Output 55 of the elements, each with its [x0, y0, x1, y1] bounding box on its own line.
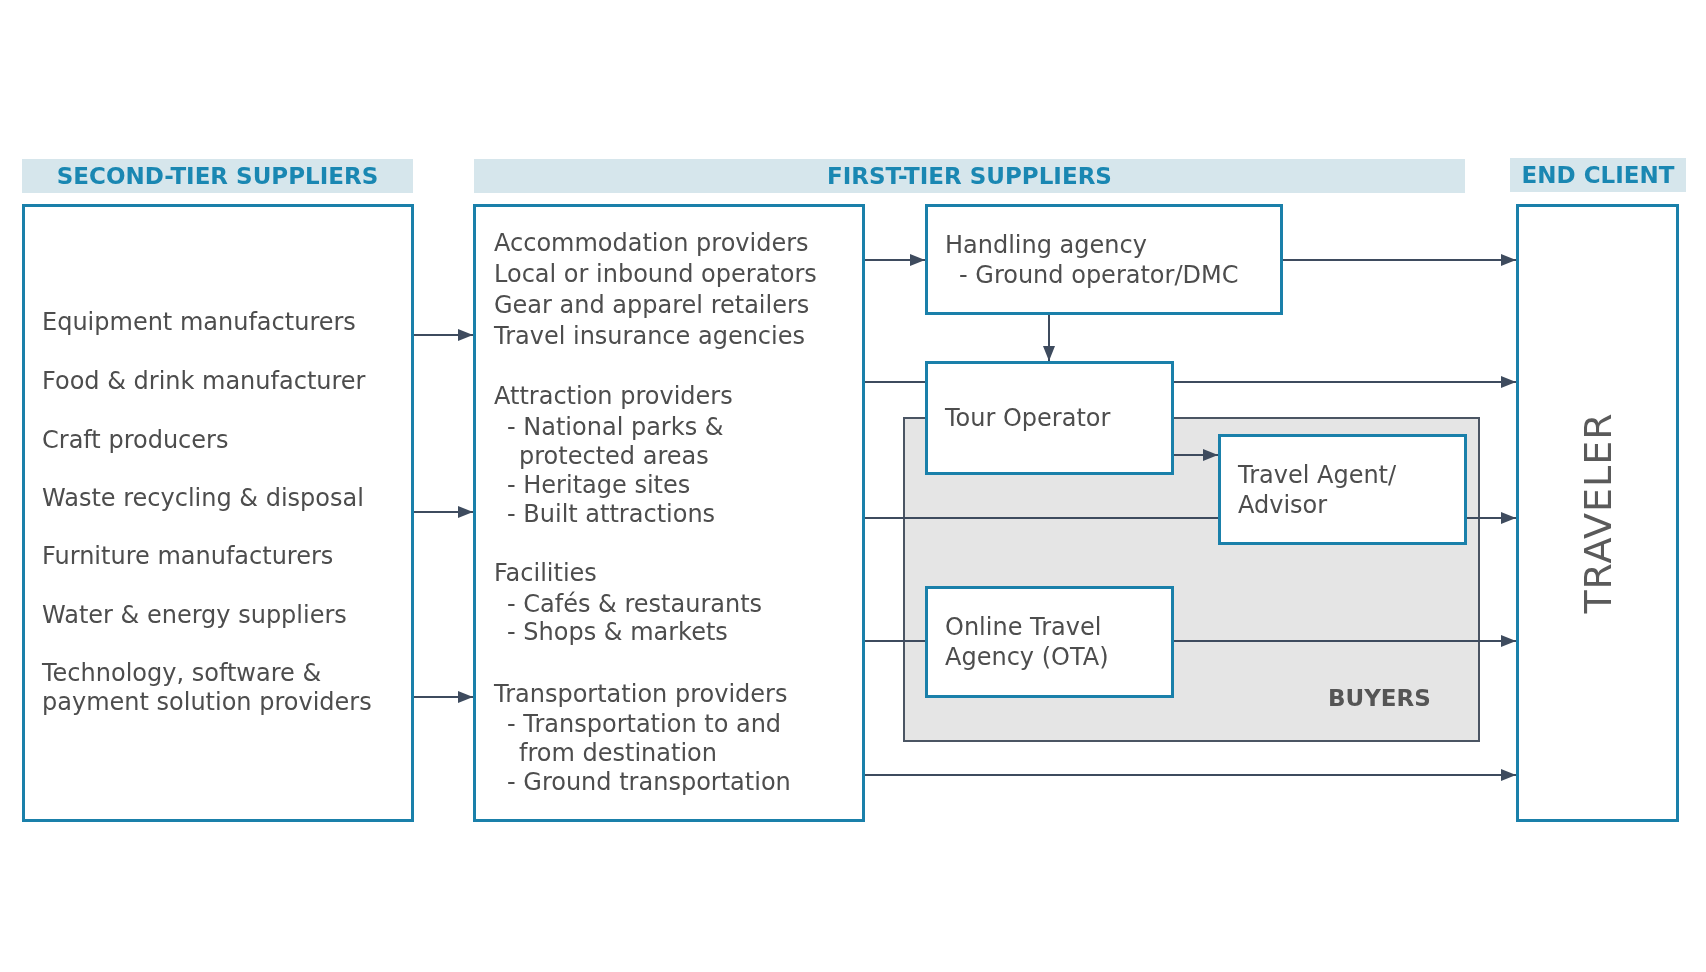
list-item: Attraction providers: [494, 382, 733, 411]
vertical-label: TRAVELER: [1575, 412, 1620, 614]
list-item: Local or inbound operators: [494, 260, 817, 289]
arrow: [1466, 512, 1517, 524]
list-subitem: - Built attractions: [507, 500, 716, 529]
list-item: Craft producers: [42, 426, 229, 455]
list-subitem: - Ground transportation: [507, 768, 791, 797]
process-box: [925, 361, 1174, 475]
connector-line: [864, 640, 926, 642]
supplier-list-box: [473, 204, 865, 822]
arrow: [1282, 254, 1517, 266]
arrow: [1173, 635, 1517, 647]
group-label: BUYERS: [1328, 684, 1431, 713]
list-item: Food & drink manufacturer: [42, 367, 366, 396]
list-item: Water & energy suppliers: [42, 601, 347, 630]
box-title: Tour Operator: [945, 404, 1111, 433]
box-title: Handling agency: [945, 231, 1147, 260]
arrow: [413, 329, 474, 341]
list-item: Furniture manufacturers: [42, 542, 334, 571]
list-item: Transportation providers: [494, 680, 788, 709]
arrow: [413, 691, 474, 703]
list-item: Gear and apparel retailers: [494, 291, 810, 320]
supplier-list-box: [22, 204, 414, 822]
list-item: Technology, software & payment solution providers: [42, 659, 373, 717]
header-band: [1510, 158, 1686, 192]
section-heading: END CLIENT: [1521, 161, 1675, 189]
list-subitem: - Transportation to and from destination: [507, 710, 783, 768]
header-band: [22, 159, 413, 193]
section-heading: FIRST-TIER SUPPLIERS: [827, 162, 1112, 190]
arrow: [864, 254, 926, 266]
list-item: Accommodation providers: [494, 229, 809, 258]
connector-line: [864, 381, 926, 383]
arrow: [864, 769, 1517, 781]
list-item: Travel insurance agencies: [494, 322, 805, 351]
list-item: Equipment manufacturers: [42, 308, 356, 337]
client-box: [1516, 204, 1679, 822]
list-item: Facilities: [494, 559, 597, 588]
list-subitem: - National parks & protected areas: [507, 413, 725, 471]
list-subitem: - Shops & markets: [507, 618, 728, 647]
arrow: [1173, 376, 1517, 388]
process-box: [925, 586, 1174, 698]
arrow: [1043, 314, 1055, 362]
arrow: [1173, 449, 1219, 461]
box-title: Travel Agent/ Advisor: [1238, 460, 1398, 520]
process-box: [925, 204, 1283, 315]
list-item: Waste recycling & disposal: [42, 484, 364, 513]
list-subitem: - Heritage sites: [507, 471, 691, 500]
connector-line: [864, 517, 1219, 519]
process-box: [1218, 434, 1467, 545]
arrow: [413, 506, 474, 518]
list-subitem: - Ground operator/DMC: [959, 261, 1239, 290]
list-subitem: - Cafés & restaurants: [507, 590, 763, 619]
header-band: [474, 159, 1465, 193]
section-heading: SECOND-TIER SUPPLIERS: [56, 162, 379, 190]
box-title: Online Travel Agency (OTA): [945, 612, 1110, 672]
